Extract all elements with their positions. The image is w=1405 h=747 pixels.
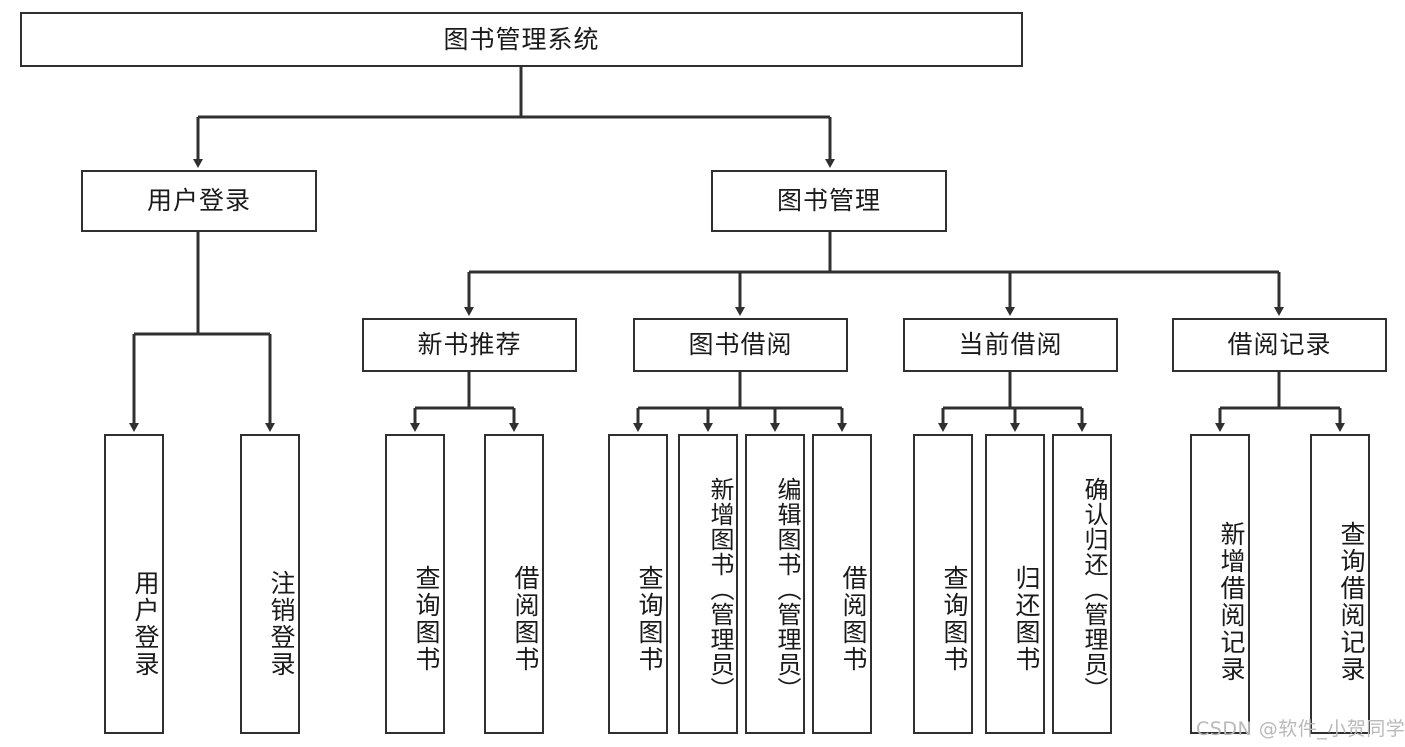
csdn-watermark-text: CSDN @软件_小贺同学: [1196, 718, 1405, 740]
leaf-logout[interactable]: 注销登录: [240, 434, 300, 734]
leaf-confirm-return-label: 确认归还（管理员）: [1080, 476, 1108, 702]
leaf-confirm-return[interactable]: 确认归还（管理员）: [1052, 434, 1112, 734]
leaf-add-record[interactable]: 新增借阅记录: [1190, 434, 1250, 734]
leaf-edit-book[interactable]: 编辑图书（管理员）: [745, 434, 805, 734]
node-root[interactable]: 图书管理系统: [20, 12, 1023, 67]
leaf-return-book-label: 归还图书: [1012, 565, 1041, 673]
leaf-return-book[interactable]: 归还图书: [985, 434, 1045, 734]
leaf-add-book-label: 新增图书（管理员）: [706, 476, 734, 702]
node-book-management[interactable]: 图书管理: [711, 170, 947, 232]
leaf-query-book-borrow-label: 查询图书: [635, 565, 664, 673]
node-book-borrow[interactable]: 图书借阅: [633, 318, 848, 372]
leaf-query-book-borrow[interactable]: 查询图书: [608, 434, 668, 734]
edge-borrow-record-to-leaves: [1215, 372, 1345, 432]
node-book-management-label: 图书管理: [776, 186, 881, 216]
node-root-label: 图书管理系统: [443, 24, 600, 54]
edge-root-to-level2: [193, 67, 835, 168]
leaf-add-book[interactable]: 新增图书（管理员）: [678, 434, 738, 734]
leaf-borrow-book[interactable]: 借阅图书: [812, 434, 872, 734]
node-current-borrow[interactable]: 当前借阅: [903, 318, 1118, 372]
node-new-book-recommend[interactable]: 新书推荐: [362, 318, 577, 372]
leaf-query-record[interactable]: 查询借阅记录: [1310, 434, 1370, 734]
leaf-query-book-recommend-label: 查询图书: [412, 565, 441, 673]
leaf-query-record-label: 查询借阅记录: [1337, 520, 1366, 683]
edge-book-borrow-to-leaves: [633, 372, 847, 432]
edge-book-management-to-level3: [464, 232, 1284, 316]
node-user-login-label: 用户登录: [146, 186, 251, 216]
edge-new-book-recommend-to-leaves: [410, 372, 519, 432]
leaf-query-book-current-label: 查询图书: [940, 565, 969, 673]
node-user-login[interactable]: 用户登录: [81, 170, 317, 232]
leaf-query-book-current[interactable]: 查询图书: [913, 434, 973, 734]
edge-current-borrow-to-leaves: [938, 372, 1087, 432]
leaf-query-book-recommend[interactable]: 查询图书: [385, 434, 445, 734]
leaf-add-record-label: 新增借阅记录: [1217, 520, 1246, 683]
csdn-watermark: CSDN @软件_小贺同学: [1196, 714, 1405, 741]
leaf-borrow-book-recommend-label: 借阅图书: [511, 565, 540, 673]
leaf-edit-book-label: 编辑图书（管理员）: [773, 476, 801, 702]
node-borrow-record[interactable]: 借阅记录: [1172, 318, 1387, 372]
leaf-borrow-book-label: 借阅图书: [839, 565, 868, 673]
node-borrow-record-label: 借阅记录: [1227, 330, 1332, 360]
node-book-borrow-label: 图书借阅: [688, 330, 793, 360]
leaf-user-login[interactable]: 用户登录: [104, 434, 164, 734]
node-new-book-recommend-label: 新书推荐: [417, 330, 522, 360]
leaf-user-login-label: 用户登录: [131, 570, 160, 678]
node-current-borrow-label: 当前借阅: [958, 330, 1063, 360]
leaf-logout-label: 注销登录: [267, 570, 296, 678]
leaf-borrow-book-recommend[interactable]: 借阅图书: [484, 434, 544, 734]
edge-user-login-to-leaves: [129, 232, 275, 432]
